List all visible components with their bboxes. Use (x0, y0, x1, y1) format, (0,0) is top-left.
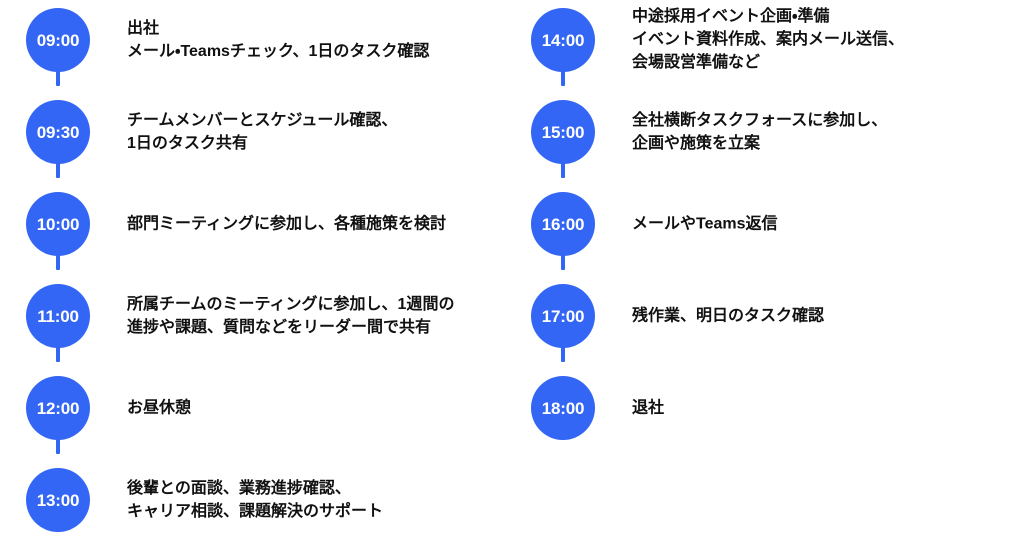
timeline-connector-dash (56, 346, 60, 362)
timeline-entry-0930: 09:30 チームメンバーとスケジュール確認、 1日のタスク共有 (0, 70, 505, 184)
entry-description: 部門ミーティングに参加し、各種施策を検討 (127, 212, 497, 235)
description-line: 後輩との面談、業務進捗確認、 (127, 479, 351, 497)
description-line: 中途採用イベント企画・準備 (632, 8, 830, 26)
timeline-entry-1200: 12:00 お昼休憩 (0, 346, 505, 460)
description-line: イベント資料作成、案内メール送信、 (632, 31, 905, 49)
description-line: お昼休憩 (127, 399, 192, 417)
description-line: キャリア相談、課題解決のサポート (127, 503, 384, 520)
entry-description: 残作業、明日のタスク確認 (632, 304, 1002, 327)
time-marker-1800: 18:00 (531, 376, 595, 440)
timeline-connector-dash (56, 438, 60, 454)
timeline-entry-1600: 16:00 メールやTeams返信 (505, 162, 1010, 276)
timeline-entry-1800: 18:00 退社 (505, 346, 1010, 460)
entry-description: メールやTeams返信 (632, 212, 1002, 235)
timeline-entry-1500: 15:00 全社横断タスクフォースに参加し、企画や施策を立案 (505, 70, 1010, 184)
daily-schedule-timeline: 09:00 出社メール・Teamsチェック、1日のタスク確認 09:30 チームメンバ… (0, 0, 1010, 539)
time-marker-0900: 09:00 (26, 8, 90, 72)
description-line: メール・Teamsチェック、1日のタスク確認 (127, 43, 430, 60)
entry-description: 後輩との面談、業務進捗確認、キャリア相談、課題解決のサポート (127, 477, 497, 523)
description-line: 全社横断タスクフォースに参加し、 (632, 111, 888, 129)
timeline-entry-1300: 13:00 後輩との面談、業務進捗確認、キャリア相談、課題解決のサポート (0, 438, 505, 552)
time-marker-1400: 14:00 (531, 8, 595, 72)
time-marker-label: 09:00 (36, 30, 80, 50)
time-marker-label: 15:00 (541, 122, 585, 142)
time-marker-1700: 17:00 (531, 284, 595, 348)
timeline-column-afternoon-to-evening: 14:00 中途採用イベント企画・準備イベント資料作成、案内メール送信、会場設営準… (505, 0, 1010, 539)
description-line: 進捗や課題、質問などをリーダー間で共有 (127, 319, 432, 336)
timeline-connector-dash (561, 346, 565, 362)
timeline-entry-1400: 14:00 中途採用イベント企画・準備イベント資料作成、案内メール送信、会場設営準… (505, 0, 1010, 92)
description-line: 出社 (127, 19, 160, 37)
timeline-connector-dash (561, 254, 565, 270)
time-marker-label: 18:00 (541, 398, 585, 418)
entry-description: 中途採用イベント企画・準備イベント資料作成、案内メール送信、会場設営準備など (632, 5, 1002, 75)
timeline-entry-1700: 17:00 残作業、明日のタスク確認 (505, 254, 1010, 368)
time-marker-label: 16:00 (541, 214, 585, 234)
timeline-entry-1100: 11:00 所属チームのミーティングに参加し、1週間の進捗や課題、質問などをリーダ… (0, 254, 505, 368)
time-marker-label: 10:00 (36, 214, 80, 234)
timeline-column-morning-to-early-afternoon: 09:00 出社メール・Teamsチェック、1日のタスク確認 09:30 チームメンバ… (0, 0, 505, 539)
time-marker-label: 12:00 (36, 398, 80, 418)
entry-description: 退社 (632, 396, 1002, 419)
timeline-connector-dash (561, 70, 565, 86)
time-marker-label: 17:00 (541, 306, 585, 326)
description-line: 退社 (632, 399, 665, 417)
entry-description: チームメンバーとスケジュール確認、 1日のタスク共有 (127, 109, 497, 155)
time-marker-1000: 10:00 (26, 192, 90, 256)
time-marker-label: 14:00 (541, 30, 585, 50)
time-marker-1100: 11:00 (26, 284, 90, 348)
description-line: 部門ミーティングに参加し、各種施策を検討 (127, 215, 447, 233)
entry-description: お昼休憩 (127, 396, 497, 419)
timeline-connector-dash (56, 162, 60, 178)
time-marker-1300: 13:00 (26, 468, 90, 532)
time-marker-label: 09:30 (36, 122, 80, 142)
time-marker-1600: 16:00 (531, 192, 595, 256)
description-line: 1日のタスク共有 (127, 135, 248, 152)
timeline-connector-dash (56, 254, 60, 270)
timeline-entry-0900: 09:00 出社メール・Teamsチェック、1日のタスク確認 (0, 0, 505, 92)
timeline-entry-1000: 10:00 部門ミーティングに参加し、各種施策を検討 (0, 162, 505, 276)
entry-description: 全社横断タスクフォースに参加し、企画や施策を立案 (632, 109, 1002, 155)
entry-description: 出社メール・Teamsチェック、1日のタスク確認 (127, 17, 497, 63)
timeline-connector-dash (56, 70, 60, 86)
time-marker-label: 11:00 (37, 306, 79, 326)
time-marker-label: 13:00 (36, 490, 80, 510)
entry-description: 所属チームのミーティングに参加し、1週間の進捗や課題、質問などをリーダー間で共有 (127, 293, 497, 339)
time-marker-0930: 09:30 (26, 100, 90, 164)
description-line: チームメンバーとスケジュール確認、 (127, 111, 398, 129)
description-line: 所属チームのミーティングに参加し、1週間の (127, 295, 455, 313)
time-marker-1200: 12:00 (26, 376, 90, 440)
description-line: 企画や施策を立案 (632, 135, 761, 152)
time-marker-1500: 15:00 (531, 100, 595, 164)
timeline-connector-dash (561, 162, 565, 178)
description-line: メールやTeams返信 (632, 215, 778, 233)
description-line: 会場設営準備など (632, 54, 761, 72)
description-line: 残作業、明日のタスク確認 (632, 307, 825, 325)
